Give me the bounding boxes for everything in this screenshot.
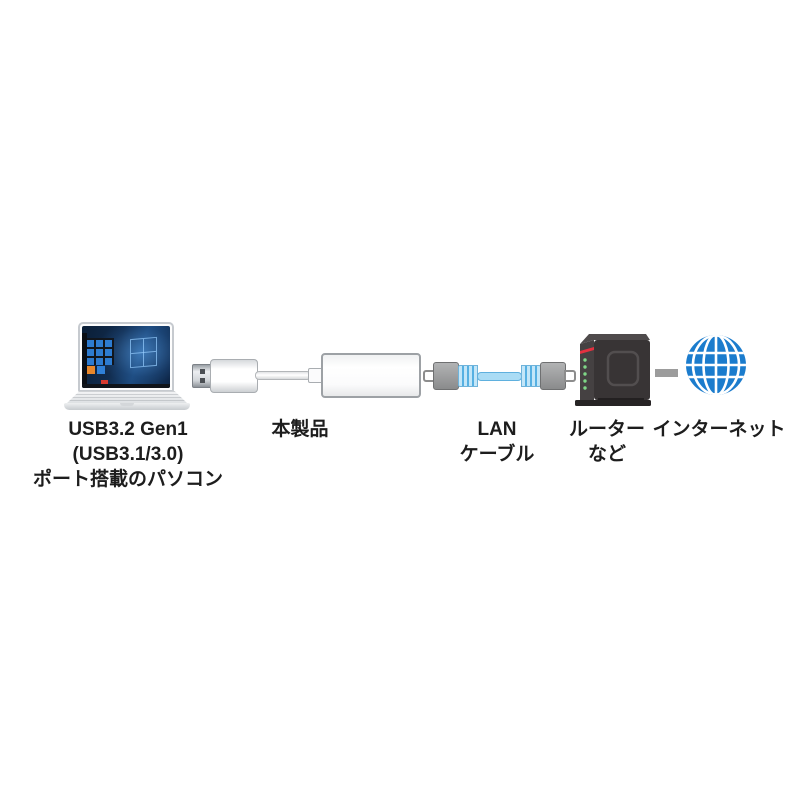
rj45-latch-icon [564,370,576,382]
red-tile-icon [101,380,108,387]
product-label: 本製品 [271,417,328,442]
pc-label-line1: USB3.2 Gen1 [68,419,188,440]
usb-contact-hole [200,369,205,374]
usb-plug-body [210,359,258,393]
connection-dash [655,369,678,377]
pc-label-line2: (USB3.1/3.0) [72,444,184,465]
rj45-connector-icon [540,362,566,390]
lan-cable-label-line2: ケーブル [459,444,535,465]
start-menu-strip [82,333,87,384]
internet-label: インターネット [652,417,785,442]
lan-cable-label-line1: LAN [477,419,517,440]
orange-tile-icon [87,366,95,374]
usb-contact-hole [200,378,205,383]
windows-wallpaper-icon [129,337,157,369]
pc-label-line3: ポート搭載のパソコン [32,469,224,490]
laptop-keyboard-deck [66,391,188,404]
pc-label: USB3.2 Gen1 (USB3.1/3.0) ポート搭載のパソコン [33,417,223,492]
start-menu-tiles [87,338,114,365]
router-label-line1: ルーター [568,419,646,440]
laptop-notch [120,403,134,406]
lan-cable-boot [521,365,541,387]
laptop-front-edge [64,403,190,410]
lan-adapter-body [321,353,421,398]
laptop-screen [82,326,170,388]
taskbar [82,384,170,388]
internet-label-line1: インターネット [652,419,786,440]
blue-tile-icon [97,366,105,374]
globe-icon [686,335,746,395]
lan-cable-boot [458,365,478,387]
router-label: ルーター など [569,417,645,467]
lan-cable-label: LAN ケーブル [460,417,535,467]
usb-a-connector-icon [192,364,211,388]
rj45-connector-icon [433,362,459,390]
lan-cable-cord [477,372,522,381]
router-icon [575,334,651,406]
adapter-cable [255,371,311,380]
router-label-line2: など [587,444,627,465]
product-label-line1: 本製品 [271,419,329,440]
laptop-icon [78,322,174,392]
